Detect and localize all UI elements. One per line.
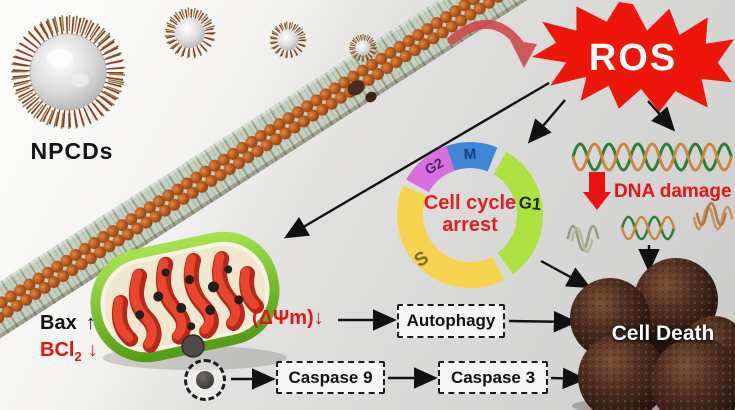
cell-cycle-arrest-line1: Cell cycle xyxy=(423,192,517,214)
bax-label: Bax ↑ xyxy=(40,312,96,335)
cytochrome-c-circle xyxy=(184,359,226,401)
nanoparticle-medium xyxy=(164,7,216,59)
cytochrome-c-dot-icon xyxy=(196,371,214,389)
npcds-label: NPCDs xyxy=(30,138,114,164)
cell-cycle-arrest-line2: arrest xyxy=(442,214,498,236)
cell-cycle-arrest-label: Cell cycle arrest xyxy=(406,192,534,236)
mitochondria-granules xyxy=(135,265,244,331)
phase-g1-label: G1 xyxy=(517,192,543,215)
nanoparticle-tiny xyxy=(349,34,377,62)
autophagy-label: Autophagy xyxy=(406,311,496,330)
caspase3-label: Caspase 3 xyxy=(450,367,536,387)
dna-helix-intact xyxy=(571,142,733,172)
arrow-autophagy-to-death xyxy=(508,310,578,333)
cell-death-label: Cell Death xyxy=(611,322,715,345)
phase-s-segment xyxy=(397,185,505,289)
dna-fragments xyxy=(566,201,734,254)
nanoparticle-large xyxy=(11,15,125,129)
arrow-ros-to-dna xyxy=(647,100,676,132)
arrow-cycle-to-death xyxy=(540,259,592,289)
pathway-arrows xyxy=(231,81,676,390)
up-arrow-icon: ↑ xyxy=(85,312,96,334)
arrow-ros-to-mitochondria xyxy=(283,81,550,239)
dna-damage-label: DNA damage xyxy=(614,181,732,202)
membrane-entry-arrow xyxy=(447,20,537,68)
cytochrome-c-released-dot xyxy=(181,334,205,358)
down-arrow-icon: ↓ xyxy=(313,307,324,329)
membrane-embedded-particle xyxy=(365,91,377,103)
mitochondria xyxy=(90,231,280,363)
cell-cycle-ring xyxy=(397,142,543,289)
caspase9-label: Caspase 9 xyxy=(288,367,373,387)
membrane-potential-label: (ΔΨm)↓ xyxy=(252,307,324,330)
phase-g1-segment xyxy=(493,151,543,275)
phase-g2-segment xyxy=(406,146,456,193)
bcl2-text: BCl xyxy=(40,339,75,361)
dpsi-text: (ΔΨm) xyxy=(252,307,314,329)
caspase3-box: Caspase 3 xyxy=(438,361,548,394)
phase-m-label: M xyxy=(463,145,477,164)
dna-damage-arrow-icon xyxy=(583,172,611,210)
bcl2-subscript: 2 xyxy=(74,349,82,364)
down-arrow-icon: ↓ xyxy=(87,339,98,361)
ros-label: ROS xyxy=(588,36,678,79)
autophagy-box: Autophagy xyxy=(397,304,505,338)
nanoparticle-small xyxy=(269,21,307,59)
membrane-embedded-particle xyxy=(347,80,365,96)
arrow-caspase3-to-death xyxy=(550,367,587,390)
cell-death-cluster xyxy=(570,258,735,410)
arrow-ros-to-cell-cycle xyxy=(527,99,566,144)
caspase9-box: Caspase 9 xyxy=(276,361,385,394)
bax-text: Bax xyxy=(40,312,77,334)
bcl2-label: BCl2 ↓ xyxy=(40,339,98,364)
